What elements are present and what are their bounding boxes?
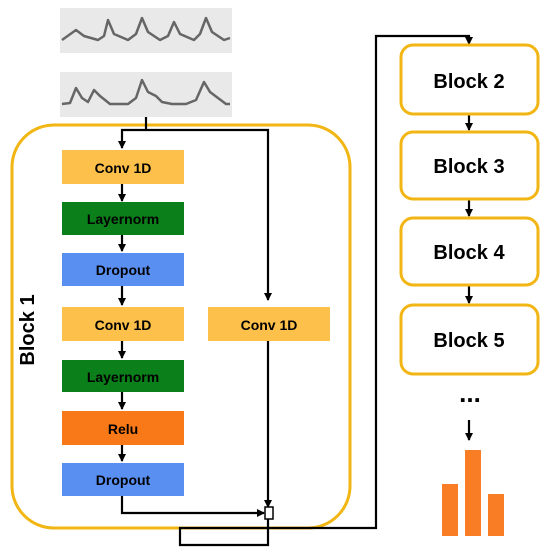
layer-label: Conv 1D: [95, 317, 152, 333]
layer-label: Conv 1D: [95, 160, 152, 176]
block-4: Block 4: [399, 216, 540, 287]
layer-skip-conv1d: Conv 1D: [208, 307, 330, 341]
output-bars-icon: [442, 450, 504, 536]
layer-label: Layernorm: [87, 211, 159, 227]
layer-dropout-1: Dropout: [62, 253, 184, 286]
layer-layernorm-1: Layernorm: [62, 202, 184, 235]
layer-conv1d-1: Conv 1D: [62, 150, 184, 184]
layer-label: Dropout: [96, 262, 151, 278]
layer-conv1d-2: Conv 1D: [62, 307, 184, 341]
block-3: Block 3: [399, 130, 540, 201]
block-label: Block 3: [433, 156, 504, 178]
layer-label: Layernorm: [87, 369, 159, 385]
block1-title: Block 1: [17, 294, 39, 365]
sum-node: [264, 506, 274, 520]
signal-image-2: [60, 72, 232, 117]
block-2: Block 2: [399, 43, 540, 116]
block-label: Block 4: [433, 242, 505, 264]
continuation-dots: ...: [459, 378, 481, 408]
connectors: [118, 34, 473, 547]
layer-dropout-2: Dropout: [62, 463, 184, 496]
block-label: Block 2: [433, 71, 504, 93]
layer-label: Relu: [108, 421, 138, 437]
layer-label: Conv 1D: [241, 317, 298, 333]
layer-label: Dropout: [96, 472, 151, 488]
signal-image-1: [60, 8, 232, 53]
block-5: Block 5: [399, 303, 540, 376]
block-label: Block 5: [433, 330, 504, 352]
layer-relu: Relu: [62, 411, 184, 445]
layer-layernorm-2: Layernorm: [62, 360, 184, 392]
